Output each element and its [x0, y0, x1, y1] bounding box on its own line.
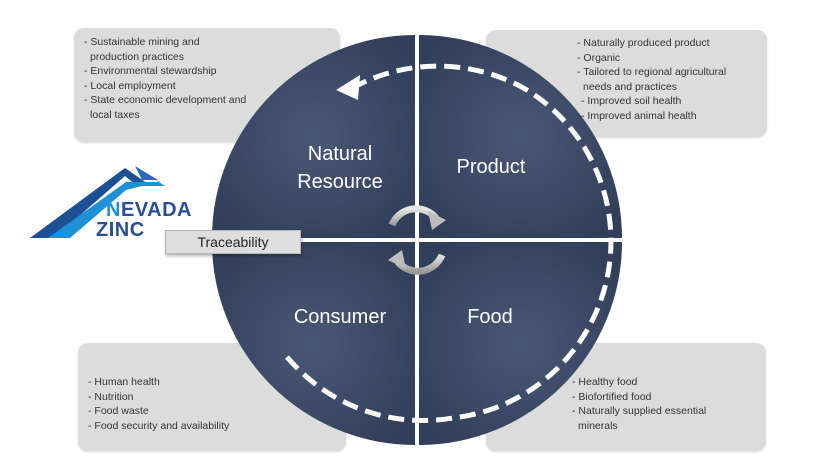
mountain-icon: [30, 166, 165, 238]
logo-line1-rest: EVADA: [120, 199, 192, 221]
arrowhead-icon: [336, 75, 360, 100]
food-notes: Healthy food Biofortified food Naturally…: [486, 343, 766, 451]
traceability-label: Traceability: [165, 230, 301, 254]
quadrant-natural-resource: [212, 35, 415, 238]
quadrant-product: [419, 35, 622, 238]
logo-initial: N: [106, 199, 121, 221]
note-item: Sustainable mining and: [84, 35, 330, 50]
note-item: Human health: [88, 375, 336, 390]
product-label: Product: [457, 156, 526, 178]
note-item: Local employment: [84, 79, 330, 94]
note-item: Healthy food: [572, 375, 756, 390]
quadrant-food: [419, 242, 622, 445]
quadrant-consumer: [212, 242, 415, 445]
note-item: Food waste: [88, 404, 336, 419]
note-item: needs and practices: [583, 80, 677, 93]
note-item: Improved animal health: [577, 109, 757, 124]
note-item: Naturally produced product: [577, 36, 757, 51]
note-item: minerals: [578, 419, 618, 432]
consumer-label: Consumer: [294, 306, 387, 328]
natural-label-line2: Resource: [297, 171, 383, 193]
note-item: Improved soil health: [577, 94, 757, 109]
note-item: local taxes: [90, 108, 140, 121]
note-item: State economic development and: [84, 93, 330, 108]
nevada-zinc-logo: NEVADA ZINC: [30, 160, 220, 245]
logo-line1: NEVADA: [106, 199, 192, 222]
note-item: Naturally supplied essential: [572, 404, 756, 419]
note-item: Organic: [577, 51, 757, 66]
note-item: Tailored to regional agricultural: [577, 65, 757, 80]
note-item: Food security and availability: [88, 419, 336, 434]
food-label: Food: [467, 306, 513, 328]
natural-label-line1: Natural: [308, 143, 372, 165]
note-item: Biofortified food: [572, 390, 756, 405]
note-item: Environmental stewardship: [84, 64, 330, 79]
rotate-arrows-icon: [388, 205, 446, 275]
note-item: Nutrition: [88, 390, 336, 405]
logo-line2: ZINC: [96, 219, 145, 241]
dashed-cycle-arrow: [285, 63, 614, 423]
note-item: production practices: [90, 50, 184, 63]
